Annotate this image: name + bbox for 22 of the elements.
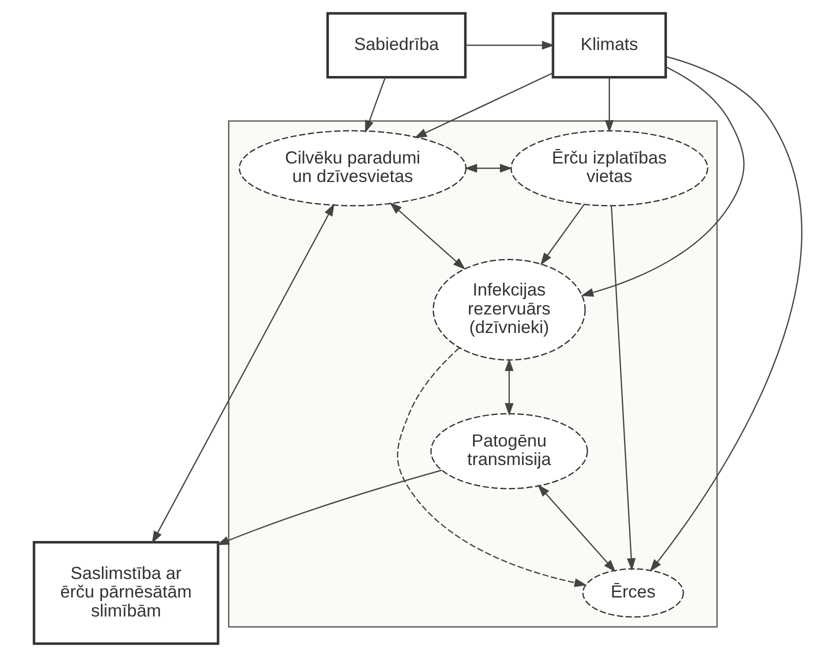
node-ellipse: Ērces (582, 568, 684, 618)
arrow (580, 66, 744, 297)
arrow (151, 203, 334, 544)
arrow (540, 204, 584, 266)
arrow (396, 348, 587, 587)
node-ellipse: Patogēnu transmisija (430, 413, 588, 490)
arrow (465, 40, 554, 50)
arrow (610, 205, 636, 571)
arrow (414, 72, 552, 138)
arrow (604, 77, 614, 133)
arrow (364, 77, 386, 133)
arrow (649, 56, 802, 572)
node-ellipse: Cilvēku paradumi un dzīvesvietas (238, 130, 466, 206)
node-box: Klimats (551, 12, 666, 78)
arrow (216, 470, 442, 546)
arrow (537, 484, 616, 572)
node-box: Saslimstība ar ērču pārnēsātām slimībām (32, 540, 219, 645)
node-ellipse: Ērču izplatības vietas (510, 130, 708, 206)
node-box: Sabiedrība (326, 12, 466, 78)
arrow (504, 358, 514, 416)
arrow (389, 202, 465, 270)
arrow (464, 164, 512, 173)
